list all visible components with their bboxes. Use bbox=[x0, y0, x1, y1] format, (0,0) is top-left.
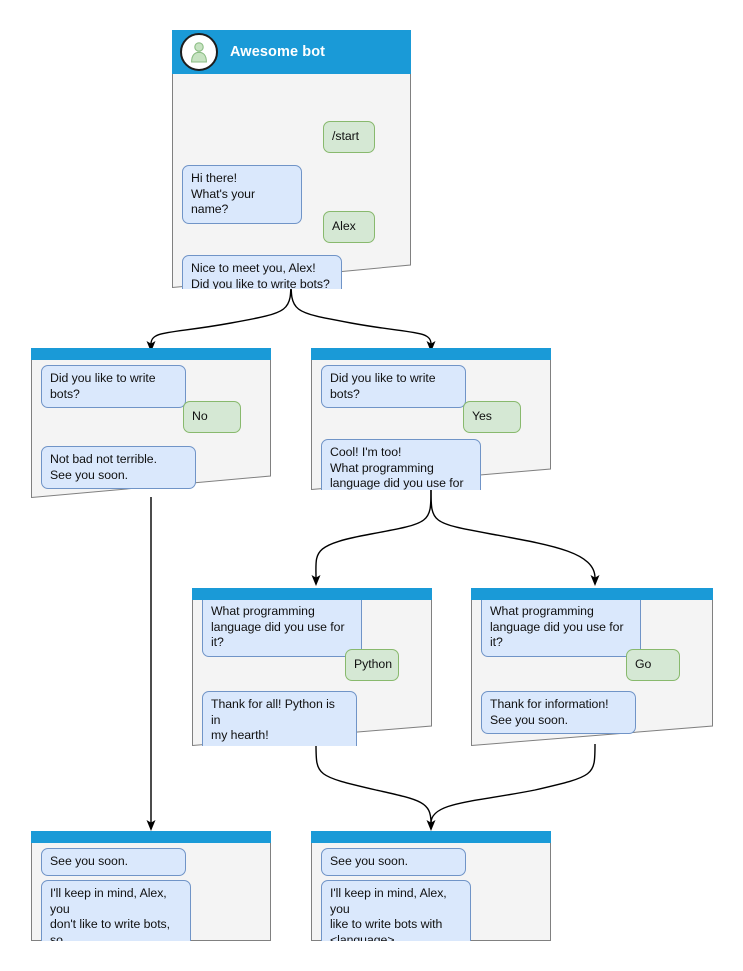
python-branch-card-body: What programming language did you use fo… bbox=[192, 600, 432, 746]
message-bubble-bot[interactable]: Thank for information! See you soon. bbox=[481, 691, 636, 734]
end-yes-card[interactable]: See you soon. I'll keep in mind, Alex, y… bbox=[311, 831, 551, 941]
end-no-card-header bbox=[31, 831, 271, 843]
message-bubble-bot[interactable]: Thank for all! Python is in my hearth! S… bbox=[202, 691, 357, 746]
message-bubble-bot[interactable]: I'll keep in mind, Alex, you like to wri… bbox=[321, 880, 471, 941]
message-bubble-user[interactable]: Yes bbox=[463, 401, 521, 433]
yes-branch-card[interactable]: Did you like to write bots? Yes Cool! I'… bbox=[311, 348, 551, 490]
root-card-title: Awesome bot bbox=[230, 44, 326, 60]
root-card-header: Awesome bot bbox=[172, 30, 411, 74]
yes-branch-card-body: Did you like to write bots? Yes Cool! I'… bbox=[311, 360, 551, 490]
message-bubble-bot[interactable]: Nice to meet you, Alex! Did you like to … bbox=[182, 255, 342, 289]
root-card-body: /start Hi there! What's your name? Alex … bbox=[172, 74, 411, 289]
message-bubble-bot[interactable]: See you soon. bbox=[41, 848, 186, 876]
message-bubble-user[interactable]: Python bbox=[345, 649, 399, 681]
message-bubble-bot[interactable]: What programming language did you use fo… bbox=[481, 600, 641, 657]
edge-python-to-end-yes bbox=[315, 743, 436, 831]
end-yes-card-body: See you soon. I'll keep in mind, Alex, y… bbox=[311, 843, 551, 941]
message-bubble-bot[interactable]: What programming language did you use fo… bbox=[202, 600, 362, 657]
message-bubble-user[interactable]: /start bbox=[323, 121, 375, 153]
edge-yes-to-go bbox=[430, 488, 600, 586]
edge-yes-to-python bbox=[311, 488, 432, 586]
message-bubble-bot[interactable]: See you soon. bbox=[321, 848, 466, 876]
go-branch-card[interactable]: What programming language did you use fo… bbox=[471, 588, 713, 746]
go-branch-card-header bbox=[471, 588, 713, 600]
edge-no-to-end-no bbox=[146, 497, 156, 831]
python-branch-card-header bbox=[192, 588, 432, 600]
python-branch-card[interactable]: What programming language did you use fo… bbox=[192, 588, 432, 746]
root-card[interactable]: Awesome bot /start Hi there! What's your… bbox=[172, 30, 411, 289]
message-bubble-bot[interactable]: Not bad not terrible. See you soon. bbox=[41, 446, 196, 489]
message-bubble-bot[interactable]: Did you like to write bots? bbox=[41, 365, 186, 408]
person-avatar-icon bbox=[180, 33, 218, 71]
end-yes-card-header bbox=[311, 831, 551, 843]
message-bubble-bot[interactable]: Hi there! What's your name? bbox=[182, 165, 302, 224]
go-branch-card-body: What programming language did you use fo… bbox=[471, 600, 713, 746]
yes-branch-card-header bbox=[311, 348, 551, 360]
message-bubble-user[interactable]: No bbox=[183, 401, 241, 433]
message-bubble-bot[interactable]: I'll keep in mind, Alex, you don't like … bbox=[41, 880, 191, 941]
no-branch-card-body: Did you like to write bots? No Not bad n… bbox=[31, 360, 271, 498]
message-bubble-user[interactable]: Alex bbox=[323, 211, 375, 243]
edge-go-to-end-yes bbox=[430, 743, 596, 824]
message-bubble-bot[interactable]: Cool! I'm too! What programming language… bbox=[321, 439, 481, 490]
no-branch-card-header bbox=[31, 348, 271, 360]
no-branch-card[interactable]: Did you like to write bots? No Not bad n… bbox=[31, 348, 271, 498]
end-no-card[interactable]: See you soon. I'll keep in mind, Alex, y… bbox=[31, 831, 271, 941]
message-bubble-bot[interactable]: Did you like to write bots? bbox=[321, 365, 466, 408]
message-bubble-user[interactable]: Go bbox=[626, 649, 680, 681]
end-no-card-body: See you soon. I'll keep in mind, Alex, y… bbox=[31, 843, 271, 941]
